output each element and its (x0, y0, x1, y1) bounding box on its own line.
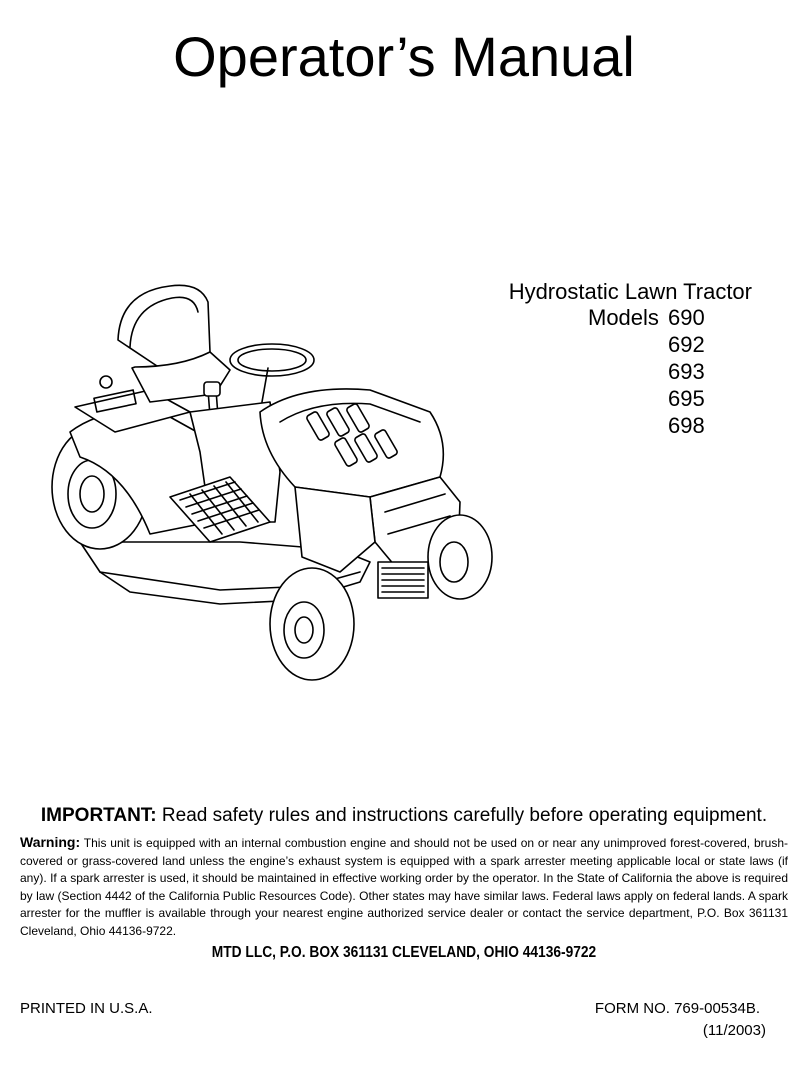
form-date: (11/2003) (702, 1022, 766, 1039)
product-name: Hydrostatic Lawn Tractor (508, 279, 752, 304)
form-number: FORM NO. 769-00534B. (594, 1000, 760, 1017)
important-label: IMPORTANT: (40, 805, 157, 826)
models-label: Models (588, 305, 659, 330)
model-number: 695 (668, 386, 705, 411)
model-number: 692 (668, 332, 705, 357)
warning-text: This unit is equipped with an internal c… (20, 836, 788, 938)
warning-paragraph: Warning: This unit is equipped with an i… (20, 834, 788, 940)
lawn-tractor-illustration (51, 284, 493, 681)
important-notice: IMPORTANT: Read safety rules and instruc… (0, 804, 808, 828)
important-text: Read safety rules and instructions caref… (156, 805, 768, 826)
model-number: 698 (668, 413, 705, 438)
company-address: MTD LLC, P.O. BOX 361131 CLEVELAND, OHIO… (211, 944, 597, 961)
model-number: 690 (668, 305, 705, 330)
warning-label: Warning: (20, 834, 81, 850)
model-number: 693 (668, 359, 705, 384)
manual-title: Operator’s Manual (173, 25, 635, 88)
printed-in-label: PRINTED IN U.S.A. (20, 1000, 153, 1017)
